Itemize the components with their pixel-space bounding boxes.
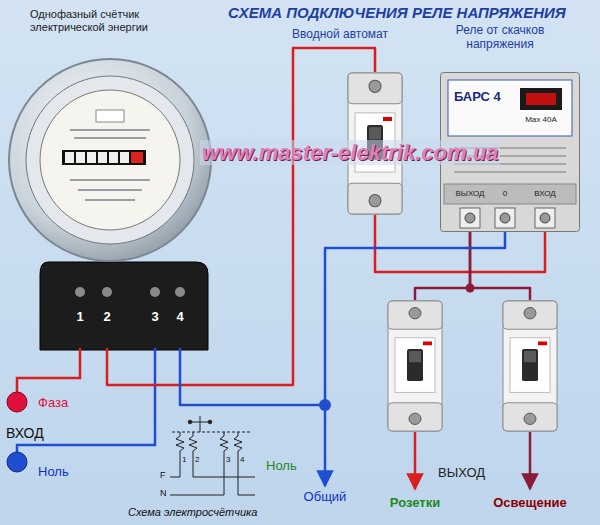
wire-label: Общий bbox=[295, 490, 355, 505]
output-arrows bbox=[319, 284, 530, 490]
meter-terminal: 2 bbox=[97, 300, 117, 348]
terminal-number: 2 bbox=[97, 310, 117, 325]
schematic-dot bbox=[208, 420, 212, 424]
output-name: Розетки bbox=[370, 496, 460, 511]
neutral-input-terminal bbox=[7, 452, 27, 472]
pin-number: 4 bbox=[240, 455, 244, 464]
input-wiring bbox=[7, 348, 155, 472]
diagram-title: СХЕМА ПОДКЛЮЧЕНИЯ РЕЛЕ НАПРЯЖЕНИЯ bbox=[228, 4, 566, 21]
wire bbox=[107, 48, 375, 385]
electricity-meter: Однофазный счётчик электрической энергии… bbox=[10, 5, 215, 350]
output-heading: ВЫХОД bbox=[438, 466, 485, 481]
wire-label: Ноль bbox=[266, 459, 297, 474]
watermark: www.master-elektrik.com.ua bbox=[200, 140, 500, 165]
wire bbox=[470, 232, 530, 300]
pin-number: 2 bbox=[195, 455, 199, 464]
meter-seal bbox=[96, 110, 124, 122]
sockets-breaker: Розетки bbox=[385, 300, 445, 432]
meter-glass bbox=[9, 59, 211, 261]
relay-heading: Реле от скачков напряжения bbox=[425, 24, 575, 52]
meter-drawing bbox=[9, 59, 211, 350]
terminal-label: ВХОД bbox=[525, 189, 565, 198]
pin-number: 3 bbox=[226, 455, 230, 464]
terminal-number: 1 bbox=[70, 310, 90, 325]
device-drawing bbox=[388, 301, 442, 431]
breaker-heading: Вводной автомат bbox=[275, 28, 405, 42]
wire bbox=[415, 232, 470, 300]
relay-model: БАРС 4 bbox=[454, 90, 501, 105]
meter-base bbox=[40, 262, 208, 350]
signal-name: F bbox=[160, 470, 166, 480]
terminal-label: ВЫХОД bbox=[450, 189, 490, 198]
terminal-label: 0 bbox=[485, 189, 525, 198]
meter-heading: Однофазный счётчик электрической энергии bbox=[30, 8, 162, 33]
meter-terminal: 3 bbox=[145, 300, 165, 348]
input-heading: ВХОД bbox=[6, 425, 44, 441]
phase-input-terminal bbox=[7, 392, 27, 412]
input-label: Ноль bbox=[38, 465, 69, 480]
terminal-screw bbox=[175, 287, 185, 297]
meter-terminal: 4 bbox=[170, 300, 190, 348]
voltage-coil bbox=[220, 432, 242, 495]
meter-face bbox=[40, 90, 180, 230]
lighting-arrow bbox=[529, 432, 532, 489]
counter-cells bbox=[65, 152, 143, 163]
schematic-caption: Схема электросчётчика bbox=[128, 506, 257, 519]
lighting-breaker: Освещение bbox=[500, 300, 560, 432]
schematic-line-f bbox=[170, 477, 255, 478]
device-outline bbox=[385, 300, 445, 432]
terminal-screw bbox=[102, 287, 112, 297]
pin-number: 1 bbox=[182, 455, 186, 464]
terminal-screw bbox=[150, 287, 160, 297]
meter-face-marks bbox=[70, 130, 150, 200]
common-arrow bbox=[324, 405, 327, 486]
schematic-dot bbox=[188, 420, 192, 424]
input-label: Фаза bbox=[38, 396, 68, 411]
terminal-number: 4 bbox=[170, 310, 190, 325]
meter-terminal: 1 bbox=[70, 300, 90, 348]
meter-rim bbox=[26, 76, 194, 244]
phase-input-wire bbox=[17, 348, 80, 392]
schematic-line-n bbox=[170, 495, 255, 496]
sockets-arrow bbox=[414, 432, 417, 489]
wire bbox=[180, 232, 505, 405]
meter-counter bbox=[62, 150, 146, 165]
device-drawing bbox=[503, 301, 557, 431]
meter-schematic bbox=[170, 416, 255, 495]
current-coil bbox=[176, 432, 197, 477]
output-name: Освещение bbox=[485, 496, 575, 511]
terminal-number: 3 bbox=[145, 310, 165, 325]
relay-rating: Max 40A bbox=[516, 115, 566, 124]
terminal-screw bbox=[75, 287, 85, 297]
signal-name: N bbox=[160, 488, 167, 498]
schematic-cross bbox=[190, 416, 210, 432]
device-outline bbox=[500, 300, 560, 432]
